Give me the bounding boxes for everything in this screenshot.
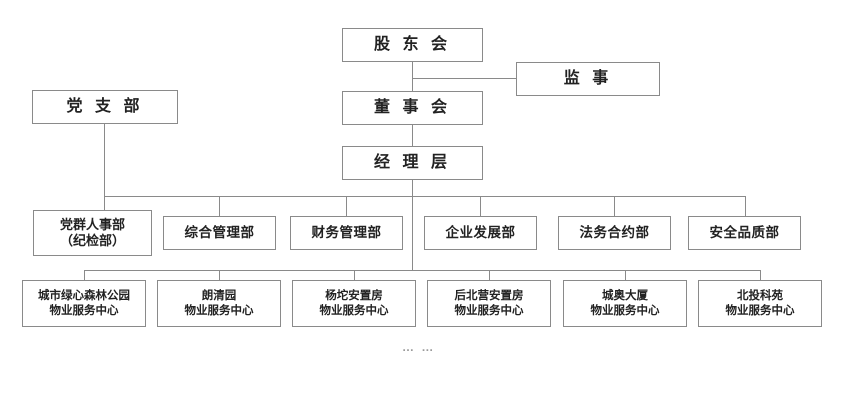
ellipsis-more-centers: … … [402, 340, 436, 354]
connector-shareholders-to-board [412, 62, 413, 91]
connector-management-stem [412, 180, 413, 270]
node-management[interactable]: 经 理 层 [342, 146, 483, 180]
node-dept-legal[interactable]: 法务合约部 [558, 216, 671, 250]
node-dept-admin[interactable]: 综合管理部 [163, 216, 276, 250]
node-shareholders[interactable]: 股 东 会 [342, 28, 483, 62]
connector-center-drop-langqingyuan [219, 270, 220, 280]
connector-board-to-management [412, 125, 413, 146]
connector-party-branch-stem [104, 124, 105, 196]
connector-dept-drop-finance [346, 196, 347, 216]
node-center-greenheart[interactable]: 城市绿心森林公园 物业服务中心 [22, 280, 146, 327]
connector-center-bus [84, 270, 761, 271]
connector-center-drop-chengao [625, 270, 626, 280]
node-center-chengao[interactable]: 城奥大厦 物业服务中心 [563, 280, 687, 327]
node-dept-hr[interactable]: 党群人事部 （纪检部） [33, 210, 152, 256]
node-dept-safety[interactable]: 安全品质部 [688, 216, 801, 250]
node-center-beitou[interactable]: 北投科苑 物业服务中心 [698, 280, 822, 327]
node-supervisor[interactable]: 监 事 [516, 62, 660, 96]
node-center-houbeiying[interactable]: 后北营安置房 物业服务中心 [427, 280, 551, 327]
node-center-yangtuo[interactable]: 杨坨安置房 物业服务中心 [292, 280, 416, 327]
connector-dept-drop-admin [219, 196, 220, 216]
connector-center-drop-beitou [760, 270, 761, 280]
connector-center-drop-greenheart [84, 270, 85, 280]
node-board[interactable]: 董 事 会 [342, 91, 483, 125]
connector-dept-drop-legal [614, 196, 615, 216]
connector-center-drop-houbeiying [489, 270, 490, 280]
node-center-langqingyuan[interactable]: 朗清园 物业服务中心 [157, 280, 281, 327]
connector-dept-drop-hr [104, 196, 105, 210]
connector-dept-drop-development [480, 196, 481, 216]
node-dept-development[interactable]: 企业发展部 [424, 216, 537, 250]
connector-dept-drop-safety [745, 196, 746, 216]
connector-center-drop-yangtuo [354, 270, 355, 280]
node-party-branch[interactable]: 党 支 部 [32, 90, 178, 124]
connector-dept-bus [104, 196, 745, 197]
node-dept-finance[interactable]: 财务管理部 [290, 216, 403, 250]
connector-shareholders-to-supervisor [412, 78, 516, 79]
